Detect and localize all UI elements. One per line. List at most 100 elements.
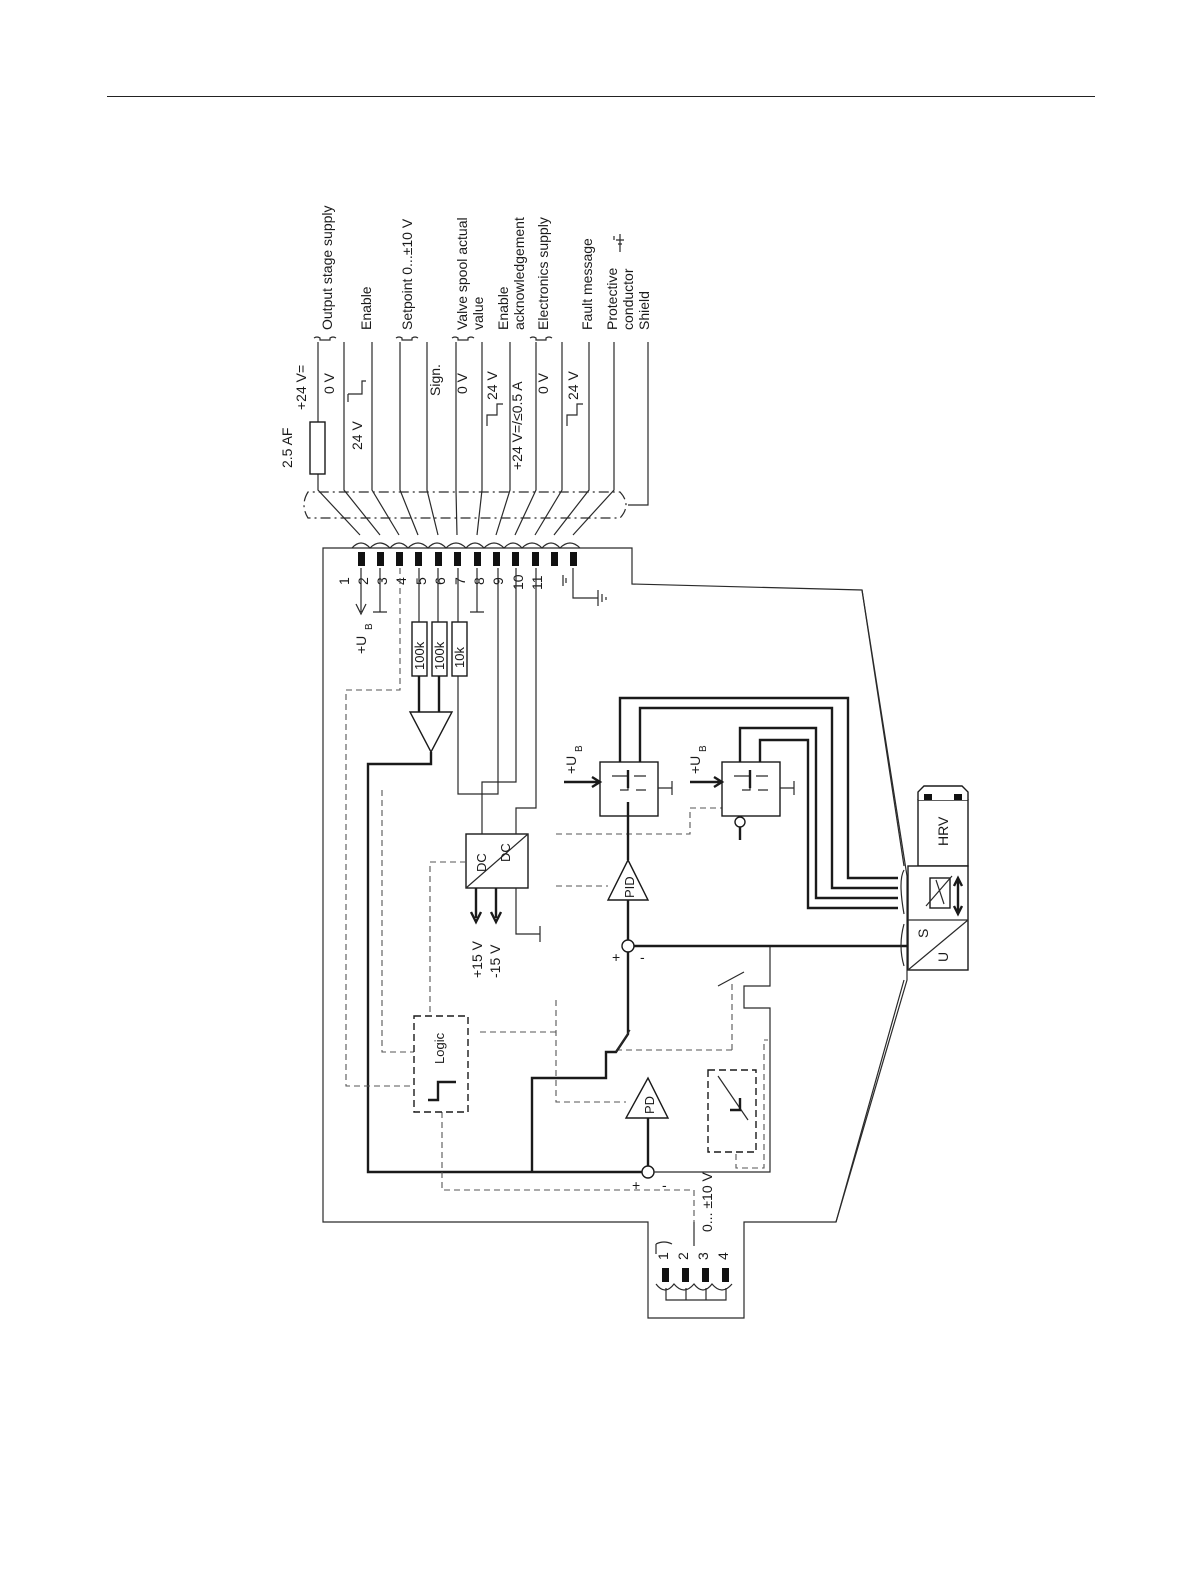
svg-text:4: 4	[393, 577, 409, 585]
svg-text:+U: +U	[353, 636, 369, 654]
svg-text:PID: PID	[622, 876, 637, 898]
misc-labels: +U B +U B +15 V -15 V + - + - S U 0... ±…	[469, 745, 951, 1232]
wire-value-labels: 2.5 AF +24 V= 0 V 24 V Sign. 0 V 24 V +2…	[279, 364, 581, 470]
svg-text:+U: +U	[563, 756, 579, 774]
svg-text:PD: PD	[642, 1096, 657, 1114]
svg-text:-15 V: -15 V	[487, 944, 503, 978]
svg-text:1: 1	[655, 1252, 671, 1260]
resistor-10k	[451, 621, 468, 677]
svg-text:B: B	[698, 745, 709, 752]
svg-text:0 V: 0 V	[454, 372, 470, 394]
logic-block	[413, 1015, 469, 1113]
comparator-block	[707, 1069, 757, 1153]
signal-enable: Enable	[358, 286, 374, 330]
svg-text:11: 11	[529, 575, 545, 590]
svg-text:7: 7	[452, 577, 468, 585]
hrv-valve	[900, 785, 969, 971]
svg-text:DC: DC	[498, 843, 513, 862]
svg-text:+U: +U	[687, 756, 703, 774]
svg-text:0... ±10 V: 0... ±10 V	[699, 1172, 715, 1232]
signal-enable-ack-2: acknowledgement	[511, 217, 527, 330]
svg-text:+: +	[632, 1177, 640, 1193]
svg-text:0 V: 0 V	[321, 372, 337, 394]
svg-text:+24 V=/≤0.5 A: +24 V=/≤0.5 A	[509, 381, 525, 470]
svg-text:24 V: 24 V	[565, 371, 581, 400]
svg-text:100k: 100k	[432, 641, 447, 670]
ground-icon	[562, 568, 607, 606]
svg-text:+24 V=: +24 V=	[293, 365, 309, 410]
svg-text:DC: DC	[474, 853, 489, 872]
signal-output-stage-supply: Output stage supply	[319, 205, 335, 330]
input-resistors	[411, 568, 499, 795]
svg-text:4: 4	[715, 1252, 731, 1260]
top-signal-labels: Output stage supply Enable Setpoint 0...…	[319, 205, 652, 330]
fuse-symbol	[309, 421, 326, 475]
signal-spool-actual-1: Valve spool actual	[454, 217, 470, 330]
svg-text:10k: 10k	[452, 647, 467, 668]
svg-text:-: -	[662, 1177, 667, 1193]
signal-braces	[313, 336, 553, 341]
connector-wires	[317, 342, 649, 536]
signal-spool-actual-2: value	[470, 296, 486, 330]
svg-text:6: 6	[432, 577, 448, 585]
output-stage-b	[690, 726, 898, 910]
svg-text:8: 8	[471, 577, 487, 585]
main-connector	[351, 542, 581, 566]
signal-enable-ack-1: Enable	[495, 286, 511, 330]
enable-pulse-icon	[347, 380, 366, 402]
fault-pulse-icon	[566, 403, 583, 426]
cable-bundle-shield	[303, 491, 627, 519]
svg-text:0 V: 0 V	[535, 372, 551, 394]
pin-labels: 1 2 3 4 5 6 7 8 9 10 11	[336, 574, 545, 590]
block-labels: 100k 100k 10k DC DC PID PD Logic HRV	[412, 641, 951, 1114]
ub-main-label: +U B	[353, 623, 375, 654]
svg-text:24 V: 24 V	[349, 421, 365, 450]
svg-text:Valve spool actual value: Valve spool actual value	[454, 214, 486, 330]
svg-text:Fault message: Fault message	[579, 238, 595, 330]
svg-text:3: 3	[695, 1252, 711, 1260]
svg-text:Enable: Enable	[358, 286, 374, 330]
svg-text:24 V: 24 V	[484, 371, 500, 400]
svg-text:S: S	[915, 929, 931, 938]
sensor-pin-labels: 1 2 3 4	[655, 1252, 731, 1260]
svg-text:Protective conductor: Protective conductor Shield	[604, 264, 652, 330]
sensor-connector	[655, 1222, 733, 1301]
svg-text:+: +	[612, 949, 620, 965]
signal-protective-2: conductor	[620, 268, 636, 330]
svg-text:1: 1	[336, 577, 352, 585]
svg-text:U: U	[935, 952, 951, 962]
signal-setpoint: Setpoint 0...±10 V	[399, 218, 415, 330]
svg-text:2: 2	[675, 1252, 691, 1260]
svg-text:B: B	[574, 745, 585, 752]
svg-text:Sign.: Sign.	[427, 364, 443, 396]
control-dashed-lines	[345, 568, 768, 1222]
svg-text:2.5 AF: 2.5 AF	[279, 428, 295, 468]
valve-cable-lines	[835, 589, 905, 1223]
svg-text:2: 2	[355, 577, 371, 585]
summing-junction-lower	[641, 1165, 655, 1179]
svg-text:5: 5	[413, 577, 429, 585]
signal-protective-1: Protective	[604, 268, 620, 330]
protective-earth-icon	[613, 234, 624, 252]
svg-text:Output stage supply: Output stage supply	[319, 205, 335, 330]
sensor-brace	[655, 1241, 673, 1254]
pin2-ground-wire	[373, 568, 387, 613]
header-rule	[107, 96, 1095, 97]
svg-text:10: 10	[510, 574, 526, 590]
signal-electronics-supply: Electronics supply	[535, 217, 551, 330]
svg-text:100k: 100k	[412, 641, 427, 670]
svg-text:HRV: HRV	[935, 816, 951, 846]
svg-text:B: B	[364, 623, 375, 630]
ack-pulse-icon	[486, 403, 503, 426]
signal-protective-3: Shield	[636, 291, 652, 330]
svg-text:Enable acknowledgement: Enable acknowledgement	[495, 217, 527, 330]
summing-junction-upper	[621, 939, 635, 953]
svg-text:Setpoint 0...±10 V: Setpoint 0...±10 V	[399, 218, 415, 330]
svg-text:-: -	[640, 949, 645, 965]
pin8-ground-wire	[470, 568, 484, 613]
svg-text:3: 3	[374, 577, 390, 585]
dcdc-converter	[465, 568, 541, 942]
input-amplifier	[408, 711, 454, 754]
svg-text:+15 V: +15 V	[469, 940, 485, 978]
